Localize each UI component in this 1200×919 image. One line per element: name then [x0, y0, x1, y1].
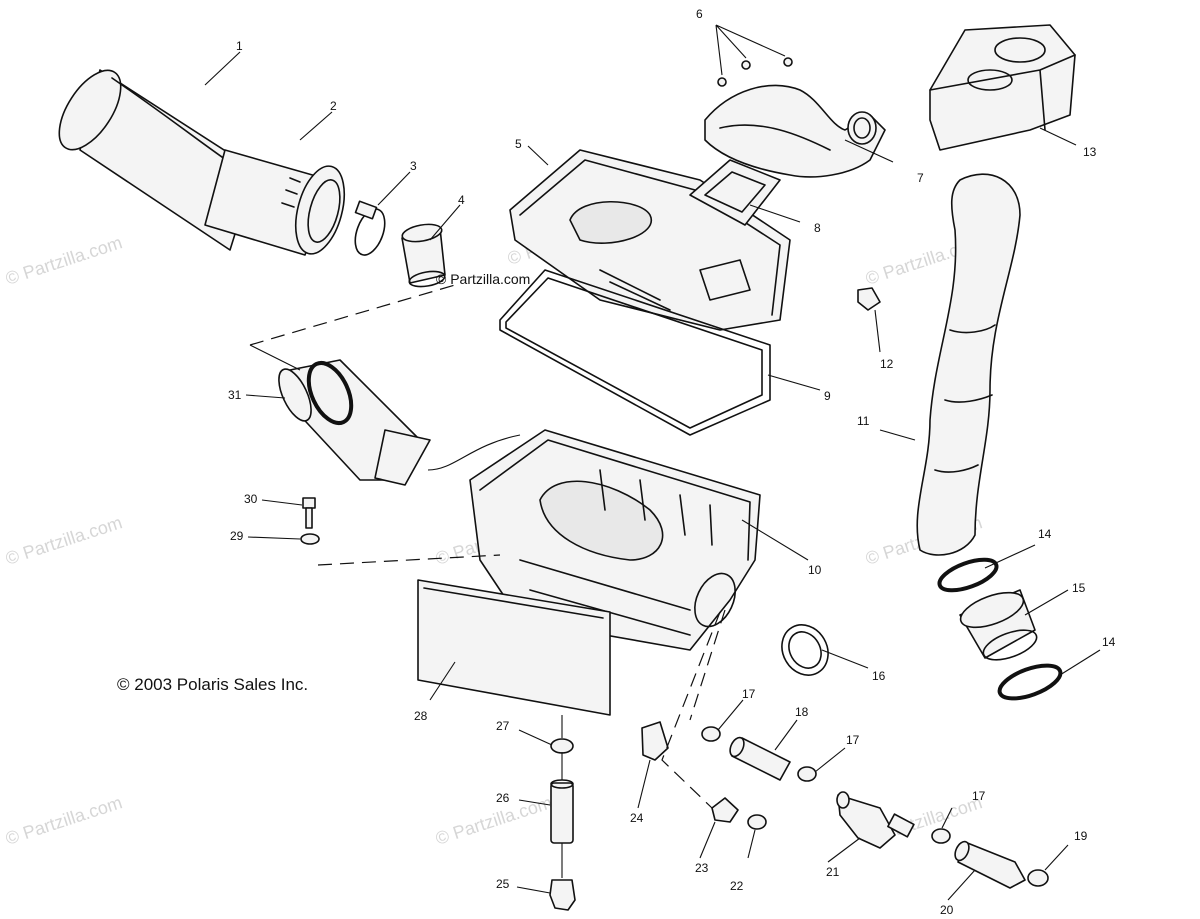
callout-23: 23 [695, 861, 709, 875]
part-22-clamp [747, 814, 767, 830]
part-18-hose [729, 736, 791, 781]
callout-24: 24 [630, 811, 644, 825]
callout-5: 5 [515, 137, 522, 151]
callout-19: 19 [1074, 829, 1088, 843]
callout-11: 11 [857, 414, 870, 428]
callout-4: 4 [458, 193, 465, 207]
assembly-lines [249, 284, 726, 809]
callout-15: 15 [1072, 581, 1086, 595]
callout-14-lower: 14 [1102, 635, 1116, 649]
callout-21: 21 [826, 865, 840, 879]
part-21-valve [836, 791, 915, 849]
part-14-clamp-upper [937, 557, 999, 593]
part-28-plate [417, 579, 611, 716]
inline-watermark: © Partzilla.com [436, 271, 530, 287]
callout-17-right: 17 [972, 789, 986, 803]
callout-18: 18 [795, 705, 809, 719]
part-4-coupler [401, 223, 446, 288]
callout-22: 22 [730, 879, 744, 893]
callout-8: 8 [814, 221, 821, 235]
part-3-clamp [354, 200, 386, 256]
part-11-outlet-tube [916, 173, 1021, 556]
callout-2: 2 [330, 99, 337, 113]
part-31-adapter [278, 359, 431, 486]
callout-12: 12 [880, 357, 894, 371]
part-23-cap [711, 797, 739, 823]
callout-10: 10 [808, 563, 822, 577]
watermark: © Partzilla.com [3, 792, 125, 849]
callout-16: 16 [872, 669, 886, 683]
copyright-notice: © 2003 Polaris Sales Inc. [117, 675, 308, 694]
leader-lines [204, 24, 1101, 901]
callout-29: 29 [230, 529, 244, 543]
part-17-clamps [701, 726, 951, 844]
callout-7: 7 [917, 171, 924, 185]
part-13-cover [929, 24, 1076, 151]
callout-20: 20 [940, 903, 954, 917]
part-16-clamp [781, 624, 829, 676]
callout-17-left: 17 [742, 687, 756, 701]
callout-9: 9 [824, 389, 831, 403]
watermark: © Partzilla.com [3, 232, 125, 289]
callout-6: 6 [696, 7, 703, 21]
callout-13: 13 [1083, 145, 1097, 159]
callout-25: 25 [496, 877, 510, 891]
part-10-airbox-base [469, 429, 761, 651]
callout-17-middle: 17 [846, 733, 860, 747]
part-9-seal [499, 269, 771, 436]
part-24-bracket [641, 721, 669, 761]
part-12-clip [857, 287, 881, 311]
part-26-tube [550, 779, 574, 844]
part-20-hose [954, 840, 1026, 889]
part-25-plug [549, 879, 576, 911]
callout-30: 30 [244, 492, 258, 506]
part-2-prefilter [204, 149, 346, 256]
part-29-washer [300, 533, 320, 545]
part-19-clamp [1027, 869, 1049, 887]
callouts: 1 2 3 4 5 6 7 8 9 10 11 12 13 14 15 14 1… [228, 7, 1116, 917]
watermark: © Partzilla.com [3, 512, 125, 569]
callout-3: 3 [410, 159, 417, 173]
part-15-boot [959, 589, 1038, 661]
part-14-clamp-lower [997, 663, 1063, 701]
callout-1: 1 [236, 39, 243, 53]
callout-14-upper: 14 [1038, 527, 1052, 541]
part-8-gasket [689, 159, 781, 226]
callout-26: 26 [496, 791, 510, 805]
watermark: © Partzilla.com [433, 792, 555, 849]
part-30-bolt [302, 497, 316, 529]
part-27-clamp [550, 738, 574, 754]
part-7-intake-duct [704, 84, 886, 178]
callout-28: 28 [414, 709, 428, 723]
callout-27: 27 [496, 719, 510, 733]
callout-31: 31 [228, 388, 242, 402]
